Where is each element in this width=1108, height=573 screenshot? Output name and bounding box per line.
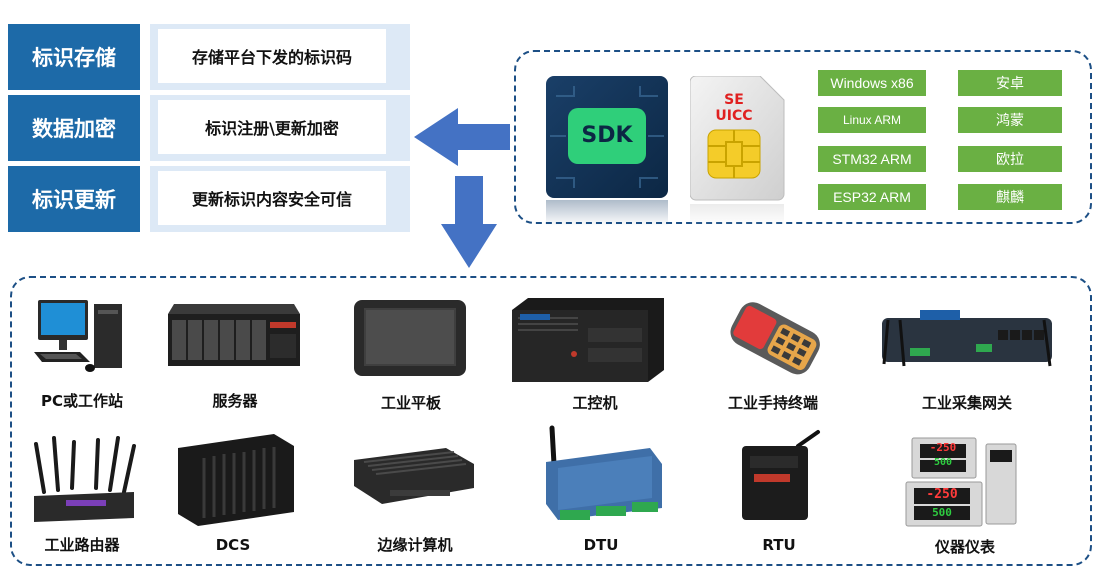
feature-box: 存储平台下发的标识码 — [150, 24, 410, 90]
feature-row-update: 标识更新 更新标识内容安全可信 — [8, 166, 410, 232]
devices-panel — [10, 276, 1092, 566]
down-arrow-icon — [441, 176, 497, 268]
meter-reading: 500 — [932, 506, 952, 519]
platform-badge: Windows x86 — [818, 70, 926, 96]
feature-tag: 标识存储 — [8, 24, 140, 90]
feature-row-encryption: 数据加密 标识注册\更新加密 — [8, 95, 410, 161]
feature-box: 标识注册\更新加密 — [150, 95, 410, 161]
meter-reading: 500 — [933, 457, 953, 468]
sim-label-se: SE — [724, 92, 744, 108]
device-label-industrial-pc: 工控机 — [572, 394, 618, 412]
device-label-rtu: RTU — [762, 536, 796, 554]
device-label-edge-computer: 边缘计算机 — [377, 536, 453, 554]
instrument-meter-icon — [905, 437, 1017, 527]
industrial-router-icon — [34, 436, 136, 522]
industrial-tablet-icon — [354, 300, 466, 376]
pc-workstation-icon — [34, 300, 122, 372]
platform-badge: 鸿蒙 — [958, 107, 1062, 133]
feature-desc: 标识注册\更新加密 — [158, 100, 386, 154]
platform-badge: 欧拉 — [958, 146, 1062, 172]
sdk-panel — [514, 50, 1092, 224]
edge-computer-icon — [354, 448, 474, 504]
sdk-chip-icon — [546, 76, 668, 226]
industrial-gateway-icon — [882, 310, 1052, 367]
device-label-gateway: 工业采集网关 — [921, 394, 1012, 412]
feature-tag: 标识更新 — [8, 166, 140, 232]
device-label-meter: 仪器仪表 — [934, 538, 995, 556]
dtu-icon — [546, 425, 662, 520]
sim-label: SE UICC — [690, 92, 778, 124]
device-label-pc: PC或工作站 — [40, 392, 123, 410]
feature-desc: 存储平台下发的标识码 — [158, 29, 386, 83]
sdk-label: SDK — [581, 123, 633, 148]
feature-desc: 更新标识内容安全可信 — [158, 171, 386, 225]
industrial-pc-icon — [512, 298, 664, 382]
platform-badge: Linux ARM — [818, 107, 926, 133]
sim-label-uicc: UICC — [715, 108, 753, 124]
device-label-handheld: 工业手持终端 — [727, 394, 818, 412]
feature-box: 更新标识内容安全可信 — [150, 166, 410, 232]
platform-badge: 安卓 — [958, 70, 1062, 96]
rtu-icon — [742, 430, 820, 520]
device-label-dcs: DCS — [215, 536, 251, 554]
server-icon — [168, 304, 300, 366]
device-label-server: 服务器 — [212, 392, 258, 410]
device-label-dtu: DTU — [583, 536, 619, 554]
feature-tag: 数据加密 — [8, 95, 140, 161]
meter-reading: -250 — [926, 487, 958, 502]
feature-row-storage: 标识存储 存储平台下发的标识码 — [8, 24, 410, 90]
handheld-terminal-icon — [730, 302, 820, 375]
meter-reading: -250 — [929, 441, 957, 454]
device-label-router: 工业路由器 — [44, 536, 120, 554]
platform-badge: STM32 ARM — [818, 146, 926, 172]
device-label-tablet: 工业平板 — [380, 394, 441, 412]
left-arrow-icon — [414, 108, 510, 166]
dcs-cabinet-icon — [178, 434, 294, 526]
sim-card-icon — [690, 76, 785, 226]
platform-badge: 麒麟 — [958, 184, 1062, 210]
platform-badge: ESP32 ARM — [818, 184, 926, 210]
